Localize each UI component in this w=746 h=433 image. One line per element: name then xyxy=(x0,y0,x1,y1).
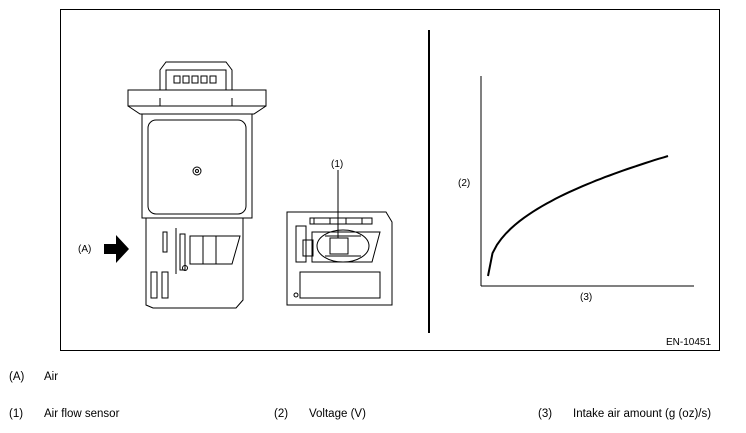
legend-item-sensor: (1) Air flow sensor xyxy=(9,408,209,424)
legend-air: (A) Air xyxy=(9,371,129,387)
legend-item-voltage: (2) Voltage (V) xyxy=(274,408,454,424)
legend-code: (1) xyxy=(9,408,24,420)
callout-air: (A) xyxy=(78,244,91,255)
legend-item-intake-air: (3) Intake air amount (g (oz)/s) xyxy=(538,408,743,424)
connector-pin xyxy=(191,75,199,84)
connector-pins xyxy=(173,75,217,84)
connector-pin xyxy=(209,75,217,84)
figure-id: EN-10451 xyxy=(666,337,711,348)
legend-text: Intake air amount (g (oz)/s) xyxy=(573,408,712,420)
voltage-curve xyxy=(487,155,669,277)
sensor-detail-drawing xyxy=(286,170,393,306)
connector-pin xyxy=(200,75,208,84)
air-direction-arrow xyxy=(104,235,129,263)
legend-code: (A) xyxy=(9,371,25,383)
legend-code: (2) xyxy=(274,408,289,420)
connector-pin xyxy=(173,75,181,84)
axis-y-callout: (2) xyxy=(458,178,470,189)
legend-text: Air flow sensor xyxy=(44,408,120,420)
legend-text: Voltage (V) xyxy=(309,408,366,420)
connector-pin xyxy=(182,75,190,84)
characteristic-graph xyxy=(480,76,694,287)
axis-x-callout: (3) xyxy=(580,292,592,303)
callout-sensor: (1) xyxy=(331,159,343,170)
legend-text: Air xyxy=(44,371,59,383)
air-flow-sensor-drawing xyxy=(127,61,267,309)
legend-code: (3) xyxy=(538,408,553,420)
figure-frame xyxy=(60,9,720,351)
